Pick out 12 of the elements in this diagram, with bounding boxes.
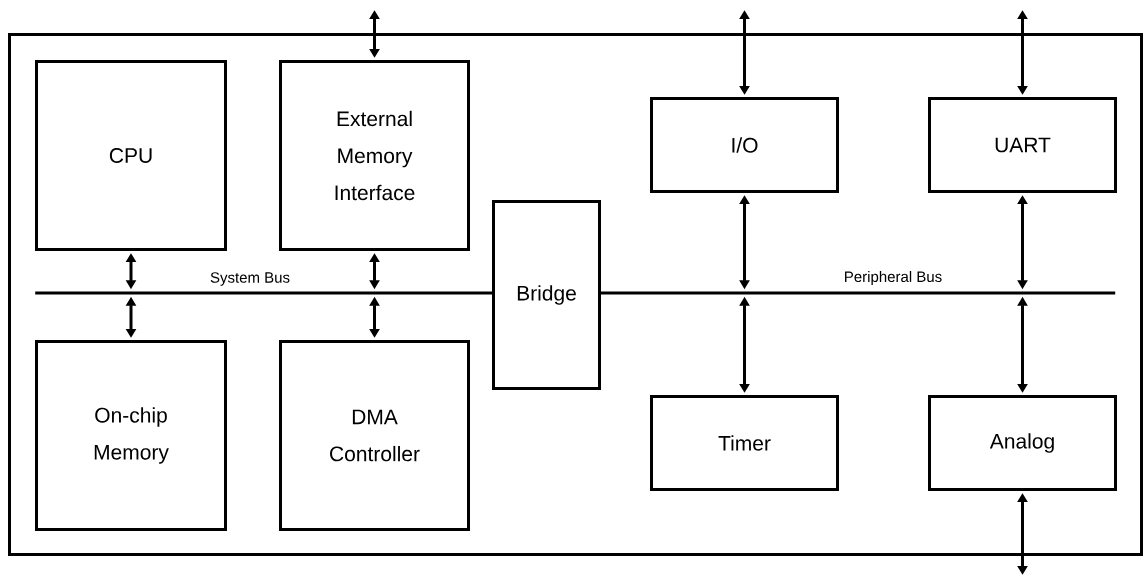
block-box: External Memory Interface: [279, 60, 470, 251]
block-box: Analog: [928, 395, 1117, 491]
block-box: Timer: [650, 395, 839, 491]
block-box: On-chip Memory: [35, 340, 227, 531]
block-box: I/O: [650, 97, 839, 193]
bus-label: System Bus: [210, 272, 290, 286]
block-box: CPU: [35, 60, 227, 251]
chip-outline: [8, 33, 1143, 556]
block-box: DMA Controller: [279, 340, 470, 531]
block-box: UART: [928, 97, 1117, 193]
bus-label: Peripheral Bus: [845, 271, 942, 285]
block-box: Bridge: [492, 200, 601, 390]
